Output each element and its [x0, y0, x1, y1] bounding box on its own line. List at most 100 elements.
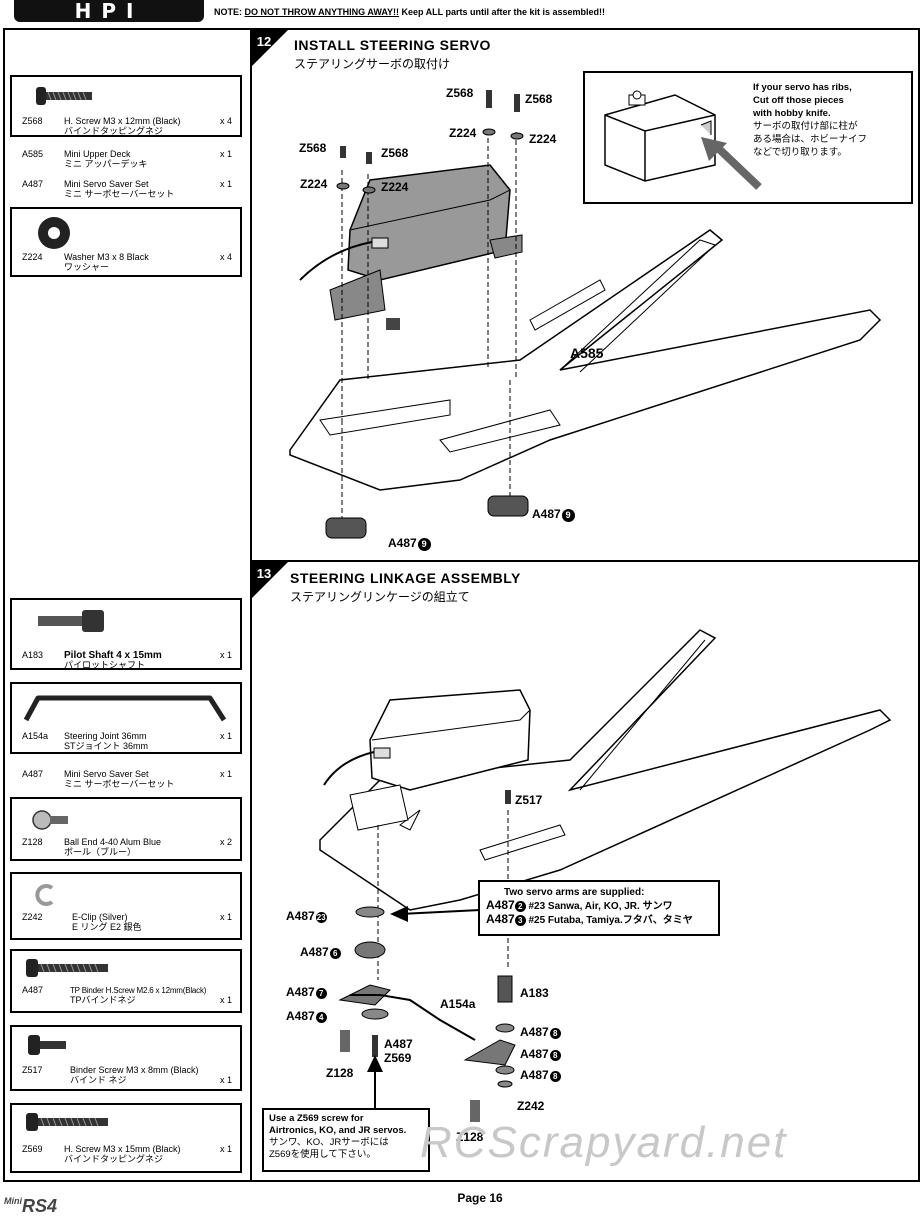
step-12-diagram	[289, 90, 882, 539]
part-box-z568	[10, 75, 242, 137]
part-box-z242	[10, 872, 242, 940]
pilot-shaft-icon	[38, 610, 104, 632]
servo-ribs-illustration	[604, 90, 716, 182]
step-13-title: STEERING LINKAGE ASSEMBLY	[290, 570, 521, 586]
callout-line: サーボの取付け部に柱が	[753, 121, 858, 132]
label-code: A487	[388, 536, 417, 550]
label-z568: Z568	[525, 92, 553, 106]
step-divider	[250, 560, 920, 562]
label-z569: Z569	[384, 1051, 412, 1065]
part-qty: x 4	[219, 116, 232, 126]
servo-ribs-callout: If your servo has ribs, Cut off those pi…	[583, 71, 913, 204]
arm-code: A487	[486, 912, 515, 926]
part-jp: ワッシャー	[64, 262, 110, 272]
step-13-diagram	[319, 629, 892, 1130]
step-12-title: INSTALL STEERING SERVO	[294, 37, 491, 53]
mini-rs4-logo: MiniRS4	[4, 1196, 57, 1217]
part-qty: x 1	[219, 731, 232, 741]
label-z242: Z242	[517, 1099, 545, 1113]
label-z517: Z517	[515, 793, 543, 807]
part-box-z224	[10, 207, 242, 277]
screw-icon	[36, 87, 92, 105]
label-a154a: A154a	[440, 997, 476, 1011]
callout-text: If your servo has ribs, Cut off those pi…	[753, 81, 867, 159]
column-divider	[250, 28, 252, 1182]
part-jp: E リング E2 銀色	[72, 922, 142, 932]
part-qty: x 1	[219, 912, 232, 922]
header-note: NOTE: DO NOT THROW ANYTHING AWAY!! Keep …	[214, 7, 605, 17]
part-code: Z242	[22, 912, 43, 922]
label-z568: Z568	[446, 86, 474, 100]
label-z128: Z128	[326, 1066, 354, 1080]
step-ref-badge: 7	[315, 988, 327, 999]
part-desc: Mini Upper Deck	[64, 149, 131, 159]
part-qty: x 1	[219, 650, 232, 660]
callout-line: Cut off those pieces	[753, 95, 844, 106]
part-desc: Pilot Shaft 4 x 15mm	[64, 650, 162, 661]
label-a183: A183	[520, 986, 549, 1000]
part-desc: H. Screw M3 x 15mm (Black)	[64, 1144, 181, 1154]
part-desc: Washer M3 x 8 Black	[64, 252, 149, 262]
label-z224: Z224	[381, 180, 409, 194]
e-clip-icon	[35, 884, 54, 906]
part-code: A487	[22, 769, 44, 779]
page-frame	[3, 28, 920, 1182]
part-code: Z568	[22, 116, 43, 126]
note-line: Use a Z569 screw for	[269, 1113, 364, 1124]
part-jp: ミニ サーボセーバーセット	[64, 189, 175, 199]
label-z568: Z568	[299, 141, 327, 155]
part-box-z569	[10, 1103, 242, 1173]
tp-screw-icon	[26, 959, 108, 977]
callout-arrow-icon	[701, 137, 762, 190]
part-qty: x 1	[219, 149, 232, 159]
servo-arms-title: Two servo arms are supplied:	[504, 887, 645, 898]
part-qty: x 1	[219, 995, 232, 1005]
part-jp: TPバインドネジ	[70, 995, 136, 1005]
note-line: サンワ、KO、JRサーボには	[269, 1137, 389, 1148]
label-code: A487	[532, 507, 561, 521]
callout-line: ある場合は、ホビーナイフ	[753, 134, 868, 145]
part-code: Z517	[22, 1065, 43, 1075]
part-qty: x 1	[219, 769, 232, 779]
part-jp: バインド ネジ	[70, 1075, 127, 1085]
note-prefix: NOTE:	[214, 7, 245, 17]
step-ref-badge: 8	[549, 1071, 561, 1082]
note-suffix: Keep ALL parts until after the kit is as…	[399, 7, 606, 17]
note-line: Airtronics, KO, and JR servos.	[269, 1125, 407, 1136]
part-code: Z128	[22, 837, 43, 847]
label-a585: A585	[570, 345, 604, 361]
part-box-z517	[10, 1025, 242, 1091]
part-code: A585	[22, 149, 44, 159]
label-z224: Z224	[529, 132, 557, 146]
logo-small: Mini	[4, 1196, 22, 1206]
part-desc: TP Binder H.Screw M2.6 x 12mm(Black)	[70, 986, 207, 995]
part-desc: Binder Screw M3 x 8mm (Black)	[70, 1065, 199, 1075]
arm-text: #25 Futaba, Tamiya.フタバ、タミヤ	[528, 915, 693, 926]
part-desc: E-Clip (Silver)	[72, 912, 128, 922]
page-number: Page 16	[457, 1191, 503, 1205]
binder-screw-icon	[28, 1035, 66, 1055]
note-line: Z569を使用して下さい。	[269, 1149, 376, 1160]
label-code: A487	[520, 1025, 549, 1039]
step-12-number: 12	[256, 34, 272, 49]
part-qty: x 1	[219, 1075, 232, 1085]
step-13-corner	[252, 562, 288, 598]
label-a487: A487	[384, 1037, 413, 1051]
ball-end-icon	[32, 810, 68, 830]
step-13-title-jp: ステアリングリンケージの組立て	[290, 590, 470, 604]
part-jp: パイロットシャフト	[64, 660, 146, 670]
washer-icon	[38, 217, 70, 249]
part-code: A487	[22, 179, 44, 189]
callout-line: with hobby knife.	[753, 108, 831, 119]
part-qty: x 4	[219, 252, 232, 262]
step-12-corner	[252, 30, 288, 66]
